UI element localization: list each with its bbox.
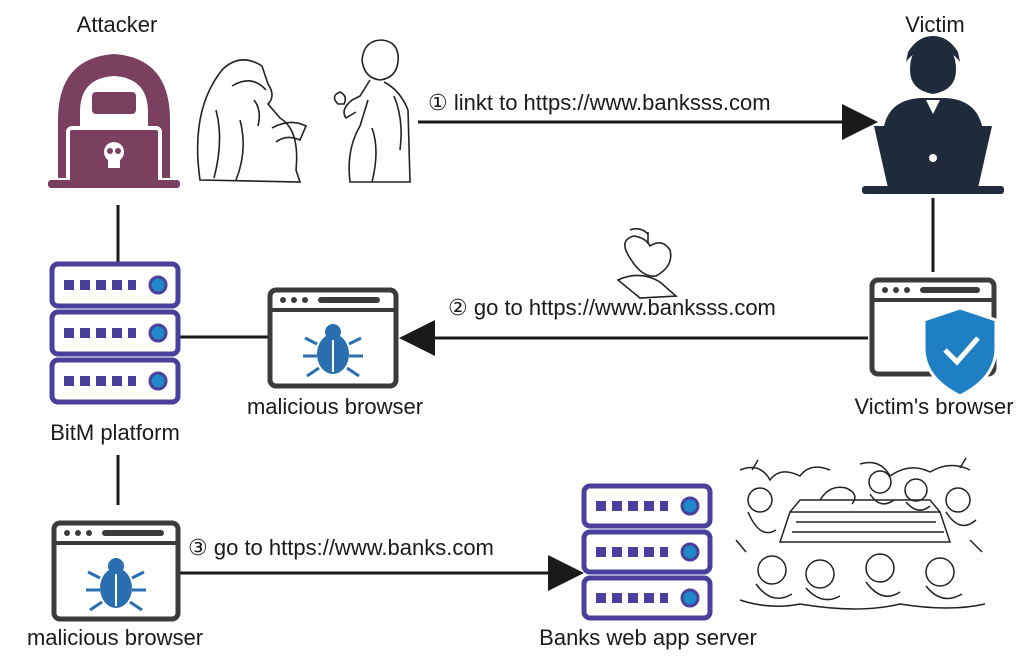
step-number: ② — [448, 295, 468, 320]
step-1-label: ① linkt to https://www.banksss.com — [428, 92, 771, 114]
princess-and-dwarfs-illustration — [735, 457, 986, 610]
hacker-icon — [48, 54, 180, 188]
browser-bug-icon — [51, 520, 181, 622]
bank-server-label: Banks web app server — [539, 625, 757, 650]
step-number: ③ — [188, 535, 208, 560]
apple-icon — [616, 227, 679, 299]
browser-shield-icon — [869, 277, 998, 398]
step-text: go to https://www.banksss.com — [473, 295, 776, 320]
server-stack-icon — [49, 261, 181, 405]
malicious-browser-top-label: malicious browser — [246, 394, 424, 419]
step-text: go to https://www.banks.com — [213, 535, 494, 560]
victim-icon — [862, 36, 1004, 194]
step-2-label: ② go to https://www.banksss.com — [448, 297, 776, 319]
browser-bug-icon — [267, 287, 399, 389]
step-3-label: ③ go to https://www.banks.com — [188, 537, 494, 559]
step-text: linkt to https://www.banksss.com — [453, 90, 771, 115]
server-stack-icon — [581, 483, 713, 621]
bitm-platform-label: BitM platform — [50, 420, 180, 445]
step-number: ① — [428, 90, 448, 115]
attacker-label: Attacker — [76, 12, 158, 37]
malicious-browser-bottom-label: malicious browser — [26, 625, 204, 650]
victims-browser-label: Victim's browser — [854, 394, 1014, 419]
witch-and-princess-illustration — [196, 39, 411, 183]
victim-label: Victim — [905, 12, 965, 37]
